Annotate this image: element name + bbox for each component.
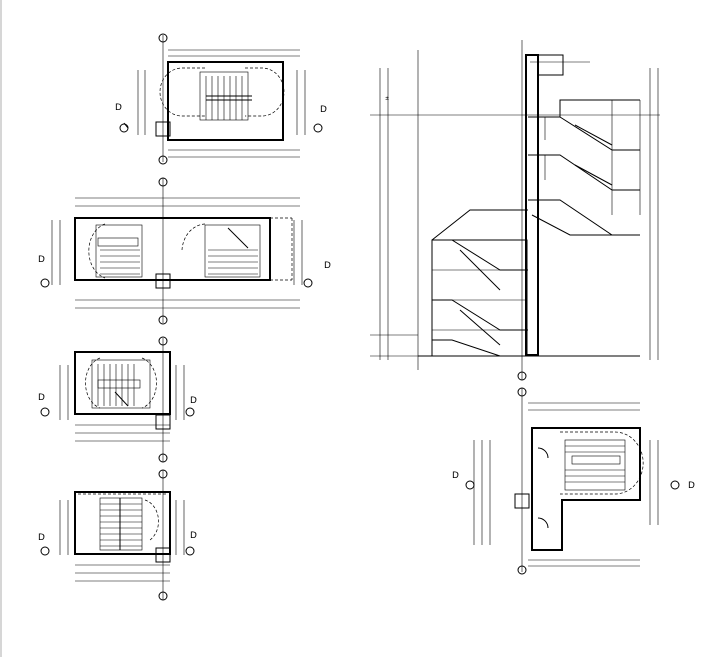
- section-label: D: [38, 393, 45, 403]
- stair-treads: [205, 76, 243, 120]
- section-label: D: [688, 481, 695, 491]
- stair-plan-5: D D: [452, 387, 695, 575]
- stair-plan-4: D D: [38, 469, 197, 601]
- section-label: D: [452, 471, 459, 481]
- stair-plan-3: D D: [38, 336, 197, 463]
- upper-flights: [528, 99, 641, 236]
- stair-treads: [100, 503, 142, 547]
- stair-plan-1: D D: [115, 33, 327, 165]
- level-mark: ±: [385, 96, 389, 102]
- stair-treads: [565, 445, 625, 483]
- stair-plan-2: D D: [38, 177, 331, 325]
- section-label: D: [320, 105, 327, 115]
- section-label: D: [190, 396, 197, 406]
- stair-treads: [97, 364, 135, 406]
- section-label: D: [38, 255, 45, 265]
- stair-section: ±: [370, 40, 660, 381]
- section-label: D: [190, 531, 197, 541]
- lower-flights: [431, 209, 528, 357]
- stair-treads: [208, 249, 258, 275]
- section-label: D: [324, 261, 331, 271]
- window-left-edge: [0, 0, 2, 657]
- section-label: D: [38, 533, 45, 543]
- section-label: D: [115, 103, 122, 113]
- stair-treads: [100, 249, 140, 275]
